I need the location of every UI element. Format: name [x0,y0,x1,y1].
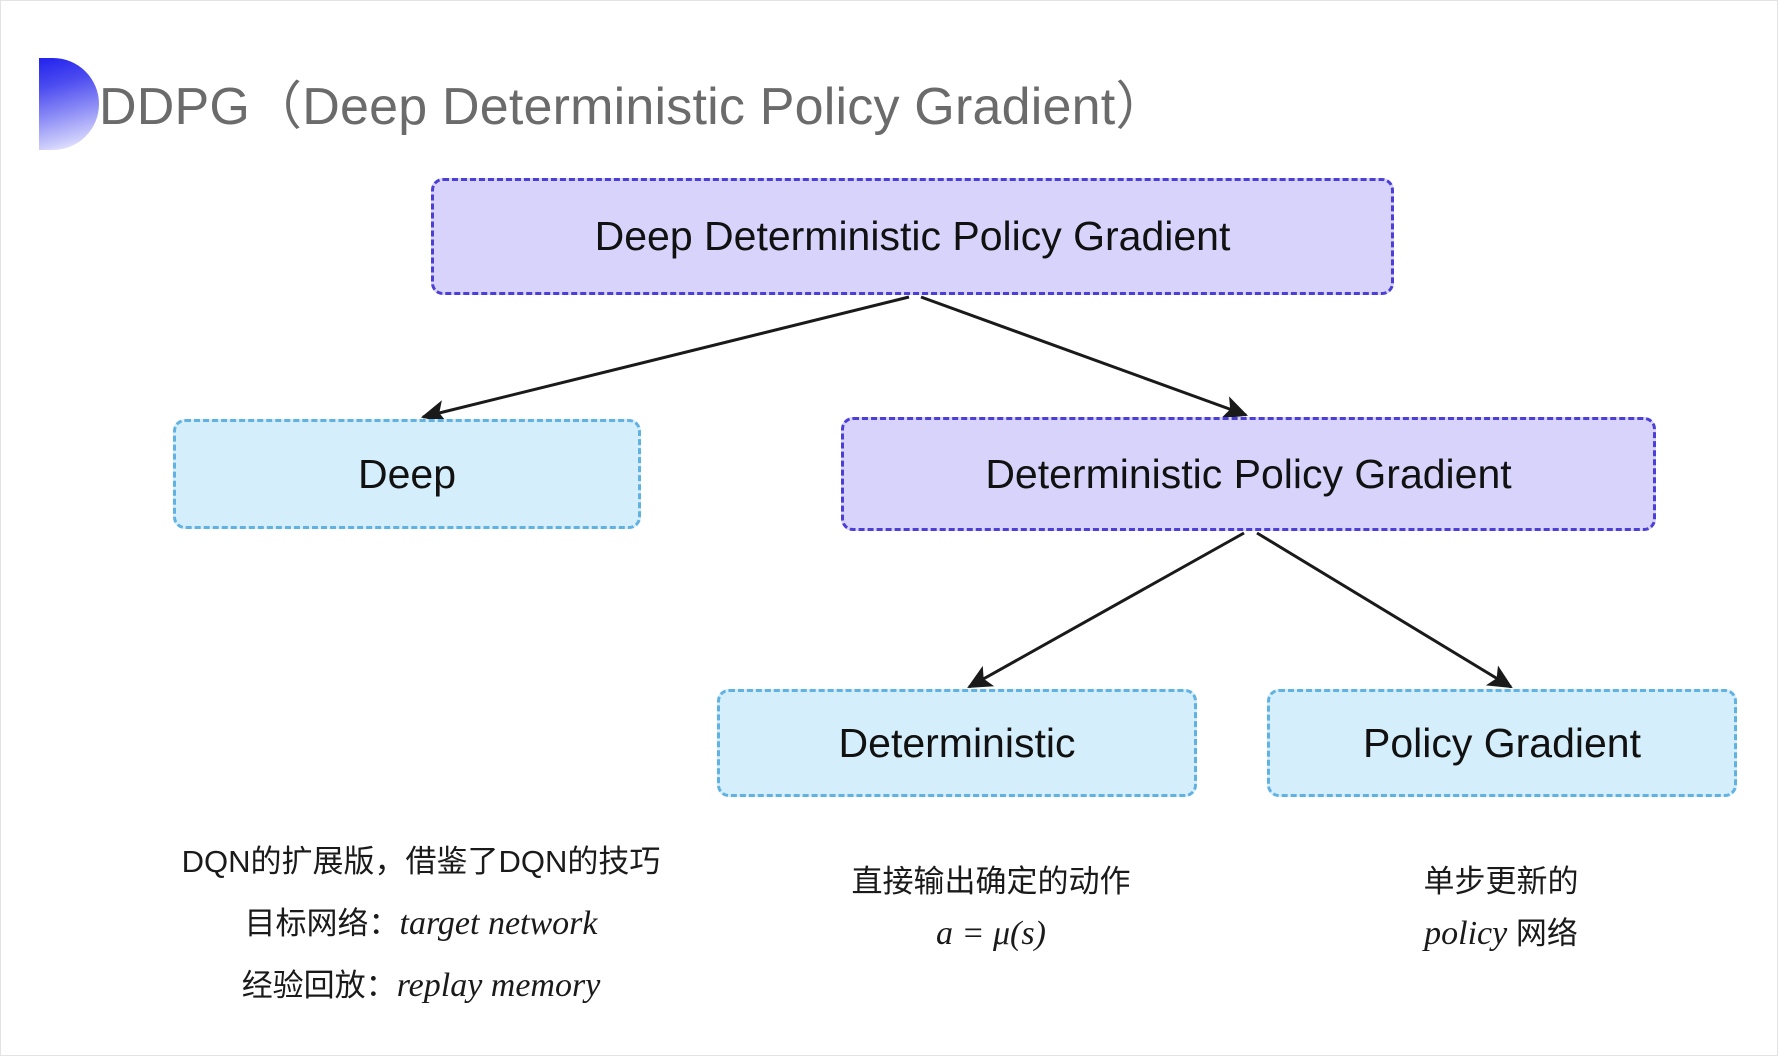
annotation-deterministic-line1: 直接输出确定的动作 [851,864,1131,899]
annotation-policy-gradient-suffix: 网络 [1507,916,1578,951]
annotation-deterministic: 直接输出确定的动作 a = μ(s) [691,856,1291,960]
node-deterministic[interactable]: Deterministic [717,689,1197,797]
annotation-policy-gradient-line1: 单步更新的 [1423,864,1579,899]
annotation-deep-line3-label: 经验回放： [241,968,397,1003]
node-policy-gradient[interactable]: Policy Gradient [1267,689,1737,797]
node-deep[interactable]: Deep [173,419,641,529]
node-deterministic-policy-gradient[interactable]: Deterministic Policy Gradient [841,417,1656,531]
edge-root-to-deep [420,295,910,423]
annotation-deep-line3-term: replay memory [396,967,601,1004]
annotation-policy-gradient-term: policy [1424,915,1508,952]
annotation-deep: DQN的扩展版，借鉴了DQN的技巧 目标网络：target network 经验… [61,831,781,1017]
annotation-deep-line2-term: target network [399,905,598,942]
annotation-deep-line1: DQN的扩展版，借鉴了DQN的技巧 [181,844,661,879]
annotation-policy-gradient-line2: policy 网络 [1231,908,1771,960]
page-title: DDPG（Deep Deterministic Policy Gradient） [99,78,1168,136]
annotation-deep-line3: 经验回放：replay memory [61,955,781,1017]
annotation-policy-gradient: 单步更新的 policy 网络 [1231,856,1771,960]
edge-dpg-to-deterministic [967,531,1245,689]
edge-dpg-to-policy-gradient [1256,531,1513,689]
annotation-deep-line2-label: 目标网络： [244,906,400,941]
title-accent-semicircle-icon [39,58,99,150]
edge-root-to-dpg [920,295,1248,419]
node-deep-deterministic-policy-gradient[interactable]: Deep Deterministic Policy Gradient [431,178,1394,295]
annotation-deterministic-formula: a = μ(s) [936,915,1046,952]
annotation-deep-line2: 目标网络：target network [61,893,781,955]
